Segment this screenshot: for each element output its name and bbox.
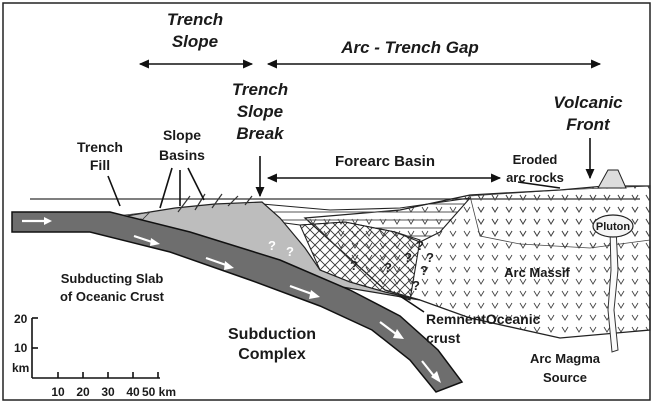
scale-tick-10: 10 [14, 341, 28, 355]
scale-horizontal-labels: 10 20 30 40 50 km [51, 385, 176, 399]
svg-text:20: 20 [76, 385, 90, 399]
scale-vertical-unit: km [12, 361, 29, 375]
label-arc-trench-gap: Arc - Trench Gap [340, 38, 479, 57]
svg-text:?: ? [416, 238, 424, 253]
svg-text:?: ? [420, 263, 428, 278]
svg-text:?: ? [268, 238, 276, 253]
svg-text:10: 10 [51, 385, 65, 399]
volcano-icon [598, 170, 626, 188]
scale-tick-20: 20 [14, 312, 28, 326]
svg-text:?: ? [404, 250, 412, 265]
svg-text:?: ? [286, 244, 294, 259]
svg-text:30: 30 [101, 385, 115, 399]
svg-text:50 km: 50 km [142, 385, 176, 399]
svg-text:?: ? [412, 278, 420, 293]
label-arc-massif: Arc Massif [504, 265, 570, 280]
svg-text:40: 40 [126, 385, 140, 399]
svg-text:?: ? [426, 250, 434, 265]
label-forearc-basin: Forearc Basin [335, 153, 435, 170]
svg-text:?: ? [350, 258, 358, 273]
svg-text:?: ? [384, 260, 392, 275]
label-pluton: Pluton [596, 221, 630, 233]
scale-bar [32, 318, 160, 378]
